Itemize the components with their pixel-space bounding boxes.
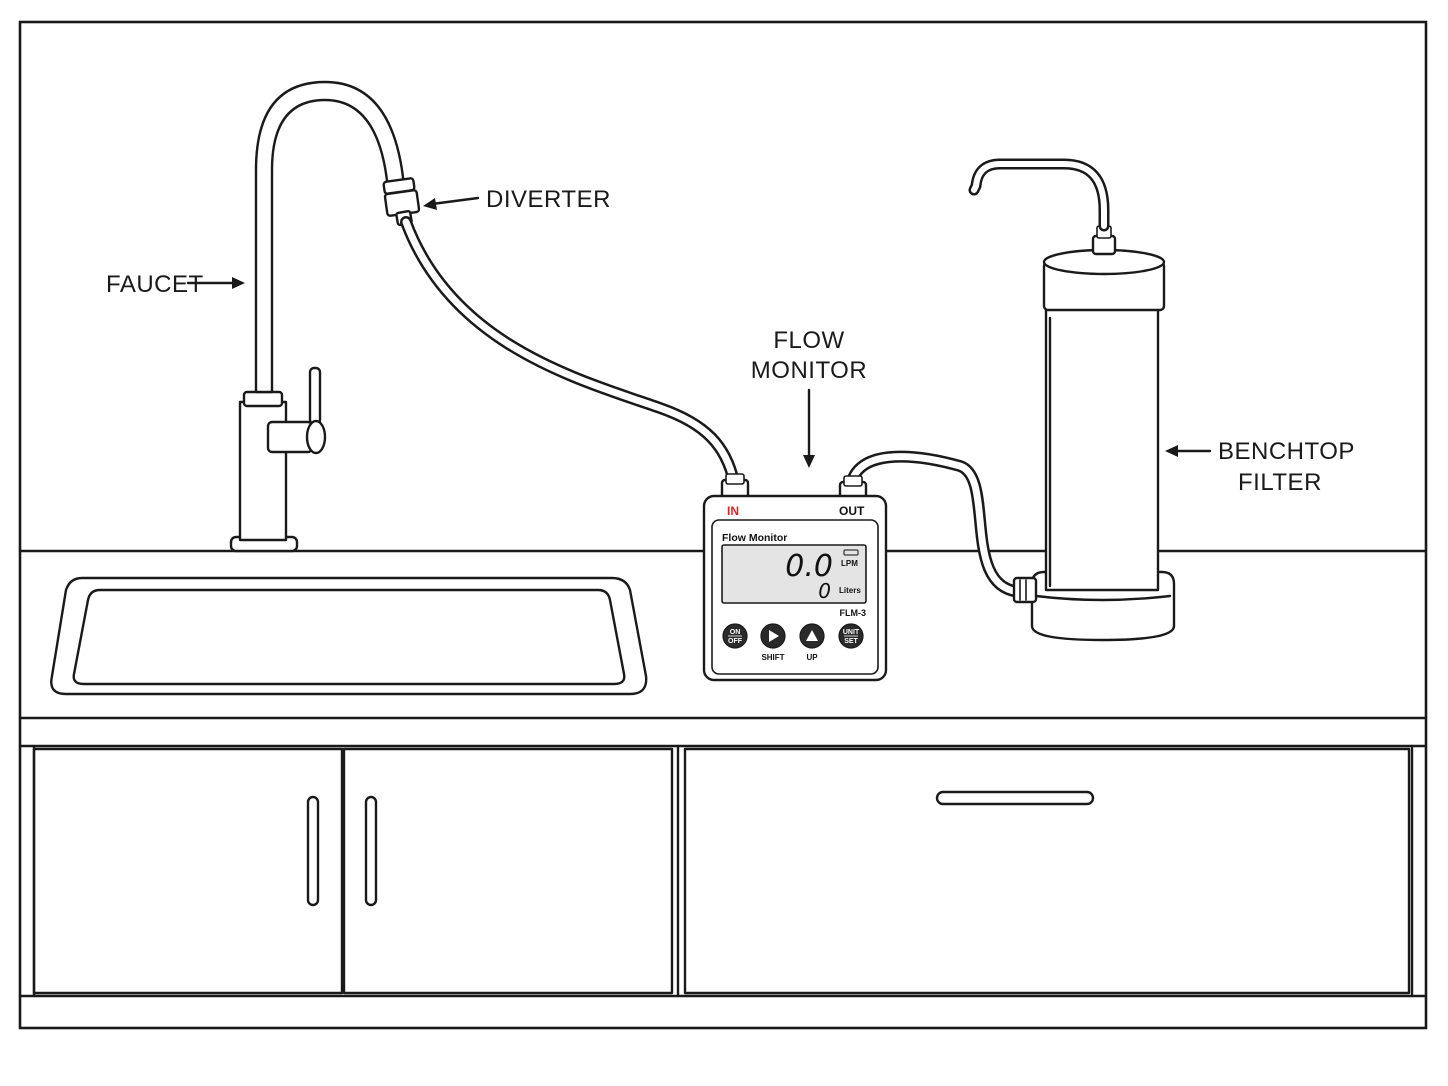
door-handle-left	[306, 795, 320, 907]
filter-spout	[968, 158, 1110, 232]
arrow-flow-monitor-icon	[803, 388, 815, 468]
callout-diverter: DIVERTER	[486, 186, 611, 213]
callout-benchtop-filter-line1: BENCHTOP	[1218, 438, 1355, 465]
play-triangle-icon	[769, 630, 779, 642]
cabinet-door-left	[32, 747, 344, 995]
port-out-label: OUT	[839, 504, 865, 518]
on-off-button[interactable]: ON OFF	[722, 623, 748, 649]
unit-set-button[interactable]: UNIT SET	[838, 623, 864, 649]
callout-faucet: FAUCET	[106, 271, 204, 298]
total-volume-unit: Liters	[839, 586, 861, 595]
svg-text:OFF: OFF	[728, 638, 743, 645]
up-button[interactable]	[799, 623, 825, 649]
hose-inlet	[400, 216, 740, 488]
model-label: FLM-3	[840, 608, 867, 618]
arrow-benchtop-filter-icon	[1165, 445, 1212, 457]
battery-icon	[843, 549, 859, 556]
sink	[50, 576, 648, 696]
callout-flow-monitor-line2: MONITOR	[751, 357, 867, 384]
up-triangle-icon	[806, 630, 818, 641]
svg-text:UNIT: UNIT	[843, 629, 860, 636]
cabinet-door-middle	[342, 747, 674, 995]
callout-benchtop-filter-line2: FILTER	[1238, 469, 1322, 496]
device-title: Flow Monitor	[722, 532, 787, 544]
flow-rate-unit: LPM	[841, 559, 858, 568]
total-volume-readout: 0	[818, 579, 831, 603]
faucet	[229, 80, 406, 553]
lcd-screen	[721, 544, 867, 604]
door-handle-right	[364, 795, 378, 907]
flow-rate-readout: 0.0	[785, 549, 833, 584]
outer-frame	[18, 20, 1428, 1030]
flow-monitor-device: IN OUT Flow Monitor 0.0 LPM 0 Liters FLM…	[702, 473, 888, 682]
svg-text:ON: ON	[730, 629, 741, 636]
diverter	[382, 177, 421, 227]
benchtop-filter	[968, 158, 1176, 642]
arrow-diverter-icon	[423, 196, 480, 210]
callout-flow-monitor-line1: FLOW	[773, 327, 844, 354]
port-in-label: IN	[727, 504, 739, 518]
arrow-faucet-icon	[186, 277, 245, 289]
shift-button-caption: SHIFT	[761, 653, 784, 662]
drawer-front	[683, 747, 1411, 995]
cabinet	[18, 744, 1428, 998]
shift-button[interactable]	[760, 623, 786, 649]
drawer-handle	[935, 790, 1095, 806]
up-button-caption: UP	[806, 653, 818, 662]
svg-text:SET: SET	[844, 638, 858, 645]
